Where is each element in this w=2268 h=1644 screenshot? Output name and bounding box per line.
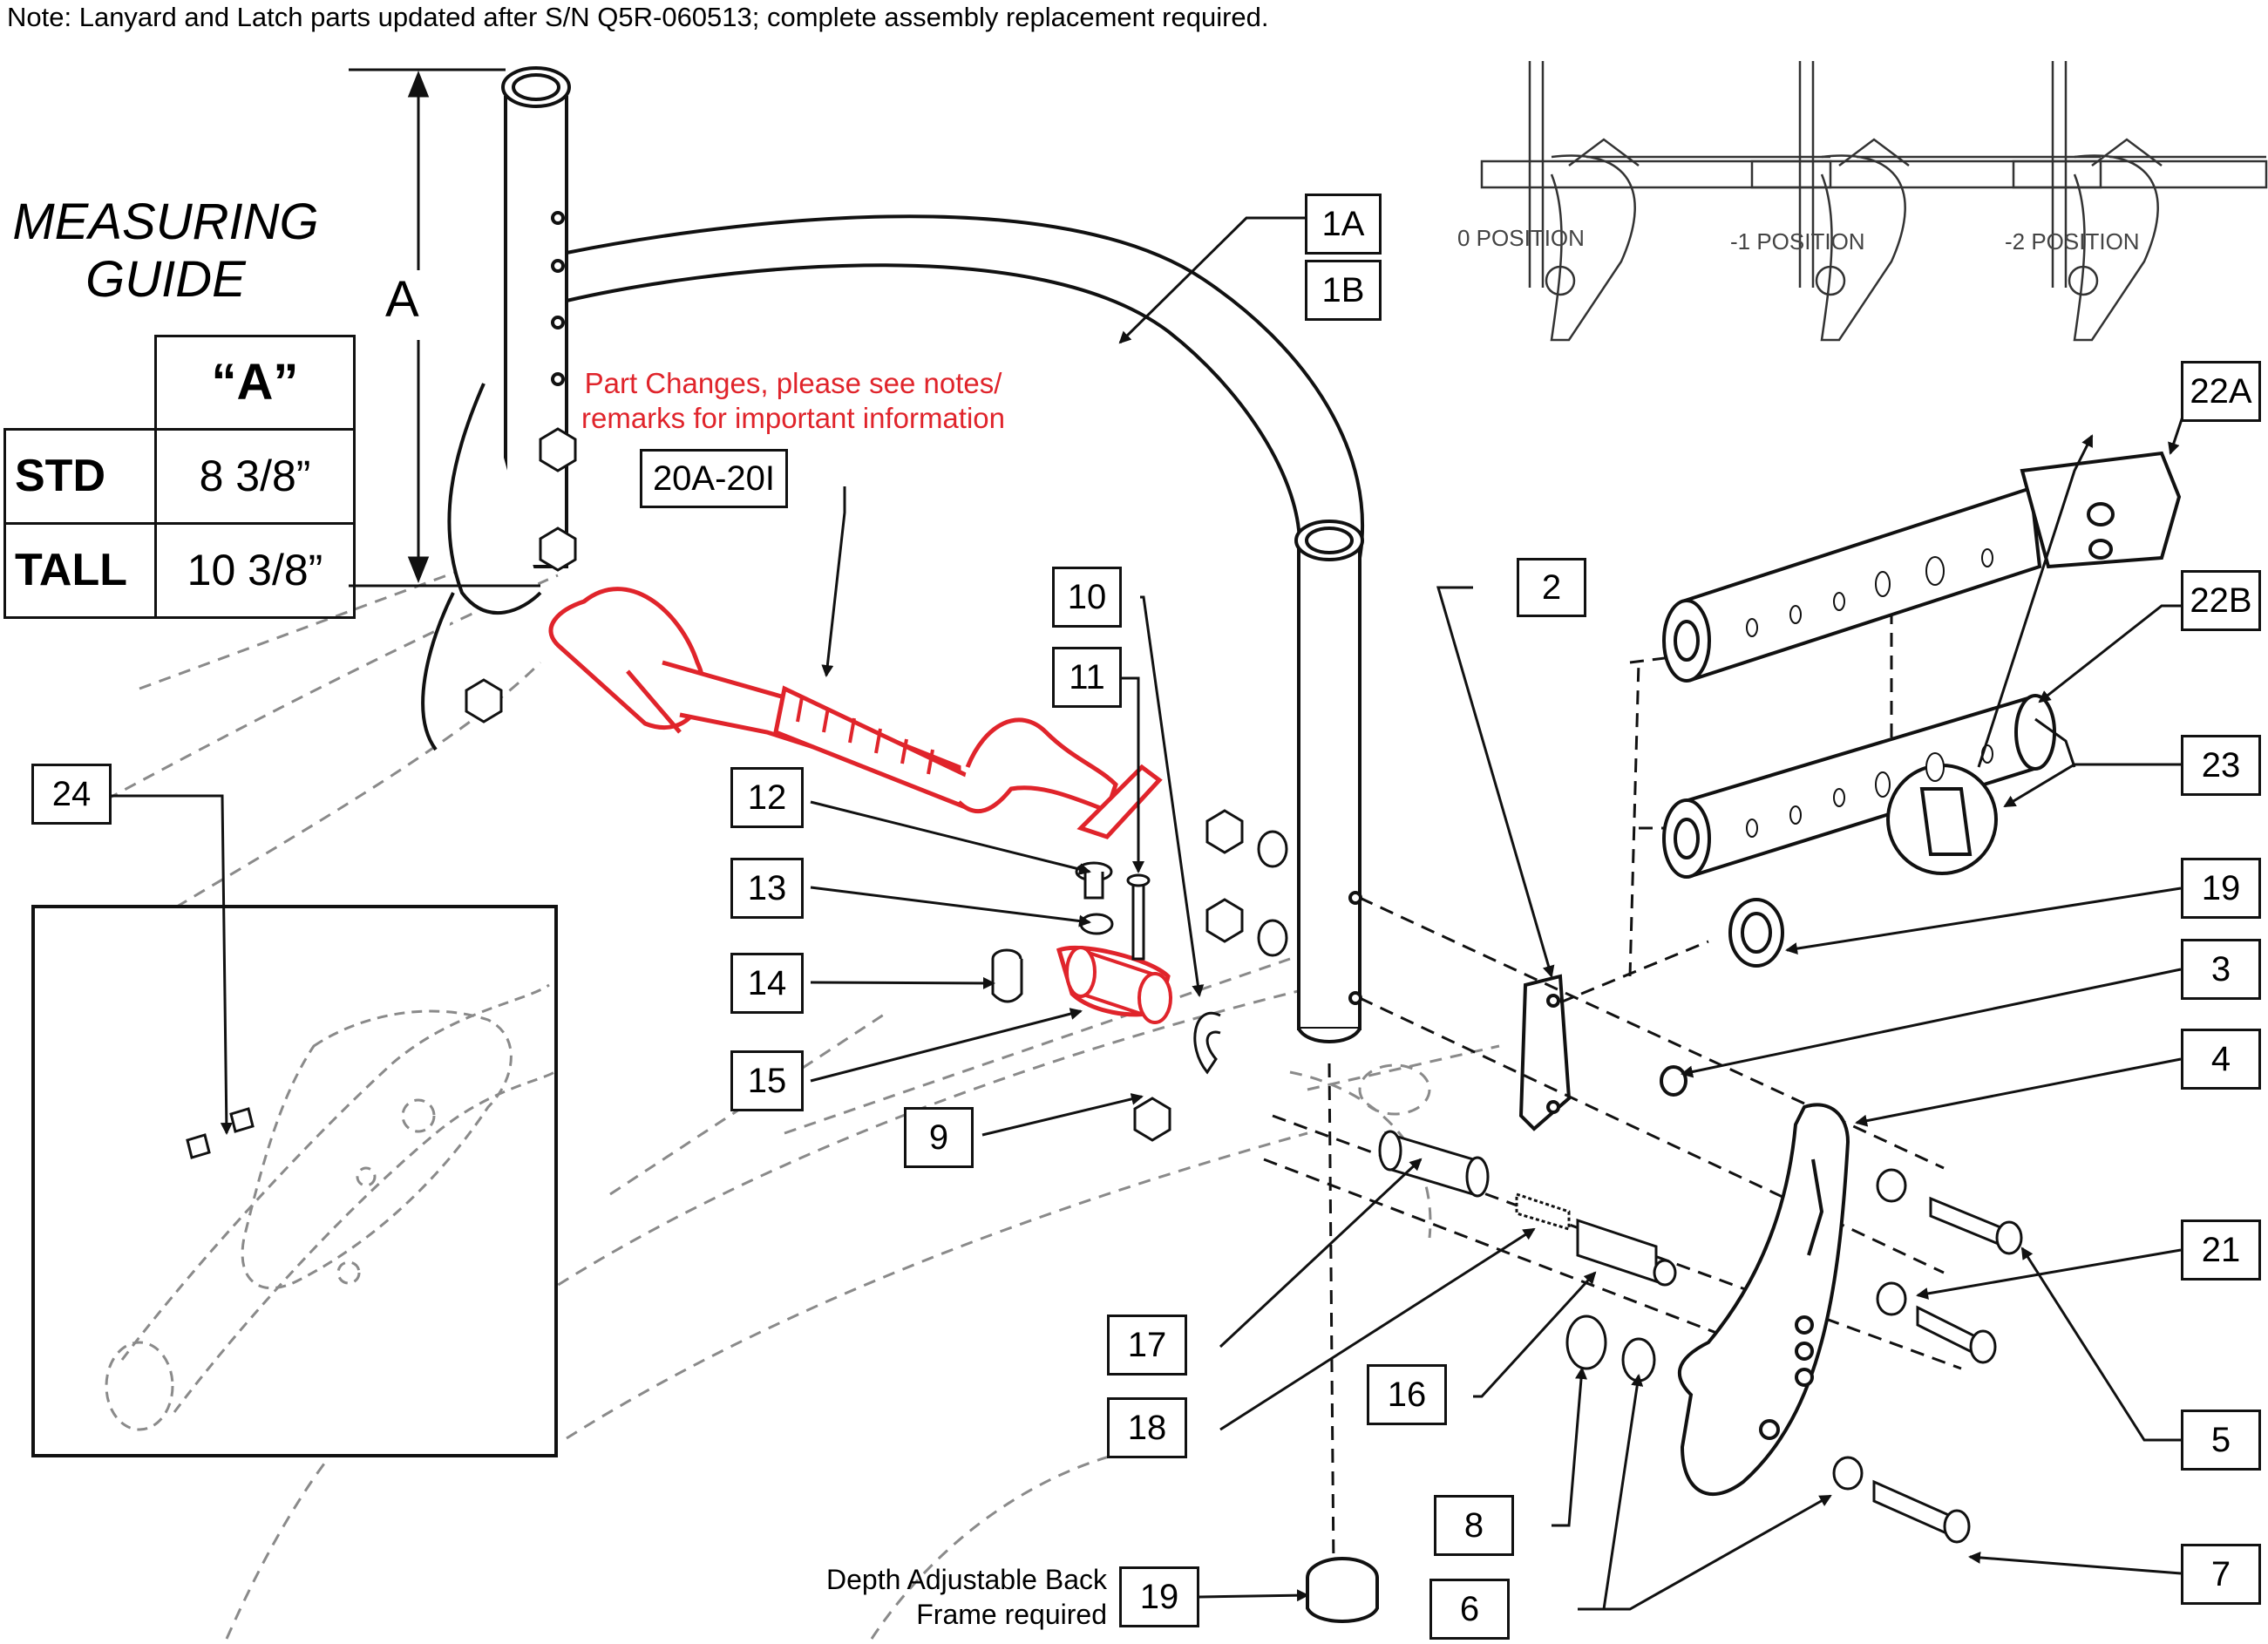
guide-row-value: 10 3/8” xyxy=(154,521,356,619)
callout-19-lower: 19 xyxy=(1119,1566,1199,1627)
guide-row-tall: TALL 10 3/8” xyxy=(3,521,356,619)
callout-14: 14 xyxy=(730,953,804,1014)
bolts xyxy=(1832,1168,2023,1544)
tube-holes xyxy=(1746,548,1993,838)
inset-detail xyxy=(31,905,558,1457)
callout-22a: 22A xyxy=(2181,361,2261,422)
side-bracket xyxy=(1677,1103,1850,1497)
plate-bracket xyxy=(1518,974,1572,1131)
position-thumbs xyxy=(1480,61,2268,342)
callout-10: 10 xyxy=(1052,567,1122,628)
guide-title-line2: GUIDE xyxy=(85,251,246,308)
callout-1a: 1A xyxy=(1305,194,1382,255)
position-label-2: -2 POSITION xyxy=(2005,228,2140,255)
callout-11: 11 xyxy=(1052,647,1122,708)
guide-row-label: TALL xyxy=(3,521,157,619)
guide-column-header: “A” xyxy=(154,335,356,431)
back-frame xyxy=(421,66,1365,1043)
note-text: Note: Lanyard and Latch parts updated af… xyxy=(7,2,1269,32)
callout-17: 17 xyxy=(1107,1315,1187,1376)
callout-23: 23 xyxy=(2181,735,2261,796)
guide-corner-cell xyxy=(5,336,156,430)
lanyard-highlight xyxy=(548,587,1171,1017)
callout-15: 15 xyxy=(730,1050,804,1111)
callout-18: 18 xyxy=(1107,1397,1187,1458)
footnote-text: Depth Adjustable Back Frame required xyxy=(750,1562,1107,1632)
callout-13: 13 xyxy=(730,858,804,919)
position-label-1: -1 POSITION xyxy=(1730,228,1865,255)
footnote-line2: Frame required xyxy=(916,1599,1107,1630)
position-label-0: 0 POSITION xyxy=(1457,225,1585,251)
guide-row-std: STD 8 3/8” xyxy=(3,427,356,525)
callout-12: 12 xyxy=(730,767,804,828)
callout-22b: 22B xyxy=(2181,570,2261,631)
callout-5: 5 xyxy=(2181,1410,2261,1471)
callout-6: 6 xyxy=(1429,1579,1510,1640)
callout-16: 16 xyxy=(1367,1364,1447,1425)
guide-title-line1: MEASURING xyxy=(12,194,319,250)
measuring-guide-title: MEASURING GUIDE xyxy=(0,194,331,309)
callout-9: 9 xyxy=(904,1107,974,1168)
guide-header-row: “A” xyxy=(5,335,356,431)
pin-parts xyxy=(1378,1130,1677,1382)
callout-24: 24 xyxy=(31,764,112,825)
part-changes-notice: Part Changes, please see notes/ remarks … xyxy=(575,366,1011,436)
callout-8: 8 xyxy=(1434,1495,1514,1556)
dimension-a-label: A xyxy=(385,271,419,328)
notice-line2: remarks for important information xyxy=(581,402,1005,434)
guide-row-value: 8 3/8” xyxy=(154,427,356,525)
callout-21: 21 xyxy=(2181,1219,2261,1281)
dimension-a xyxy=(349,68,540,588)
lanyard-grip-ticks xyxy=(796,696,934,775)
leader-lines xyxy=(112,216,2198,1611)
footnote-line1: Depth Adjustable Back xyxy=(826,1564,1107,1595)
callout-20a-20i: 20A-20I xyxy=(640,449,788,508)
callout-3: 3 xyxy=(2181,939,2261,1000)
callout-7: 7 xyxy=(2181,1544,2261,1605)
end-caps xyxy=(1306,898,1784,1623)
latch-hardware xyxy=(991,861,1221,1075)
notice-line1: Part Changes, please see notes/ xyxy=(584,367,1002,399)
depth-tubes xyxy=(1662,451,2182,879)
measuring-guide-table: “A” STD 8 3/8” TALL 10 3/8” xyxy=(3,335,356,619)
callout-1b: 1B xyxy=(1305,260,1382,321)
callout-4: 4 xyxy=(2181,1029,2261,1090)
callout-2: 2 xyxy=(1517,558,1586,617)
frame-nuts xyxy=(465,427,1288,1142)
callout-19-upper: 19 xyxy=(2181,858,2261,919)
guide-row-label: STD xyxy=(3,427,157,525)
